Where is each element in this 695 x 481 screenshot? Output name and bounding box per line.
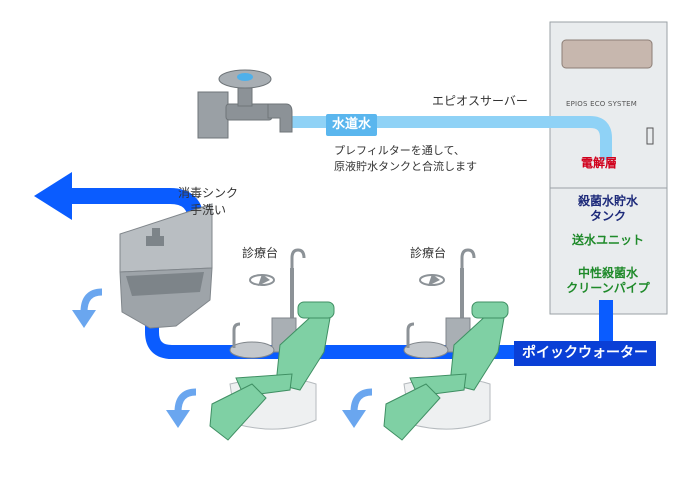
filter-note-line-1: プレフィルターを通して、 [334, 144, 465, 157]
sink-icon [119, 203, 213, 329]
clean-pipe-label-2: クリーンパイプ [566, 281, 650, 295]
sink-label-2: 手洗い [189, 203, 226, 217]
dental-unit-1-label: 診療台 [242, 246, 279, 260]
clean-pipe-label-1: 中性殺菌水 [577, 266, 638, 280]
server-cabinet [549, 21, 668, 315]
server-title: エピオスサーバー [432, 94, 528, 108]
sink-label-1: 消毒シンク [177, 186, 238, 200]
water-supply-unit-label: 送水ユニット [571, 233, 644, 247]
filter-note-line-2: 原液貯水タンクと合流します [334, 160, 477, 173]
dental-unit-2 [383, 248, 509, 441]
dental-unit-1 [209, 248, 335, 441]
sterile-water-tank-label-2: タンク [589, 209, 626, 223]
drain-arrows [80, 288, 373, 413]
poic-water-label: ポイックウォーター [514, 341, 656, 366]
server-brand: EPIOS ECO SYSTEM [566, 100, 638, 108]
faucet-icon [197, 69, 293, 139]
electrolysis-cell-label: 電解層 [581, 156, 618, 170]
drain-arrow-heads [72, 310, 366, 428]
dental-unit-2-label: 診療台 [410, 246, 447, 260]
tap-water-pipe [292, 116, 612, 160]
tap-water-label: 水道水 [326, 114, 378, 136]
sterile-water-tank-label-1: 殺菌水貯水 [577, 194, 638, 208]
